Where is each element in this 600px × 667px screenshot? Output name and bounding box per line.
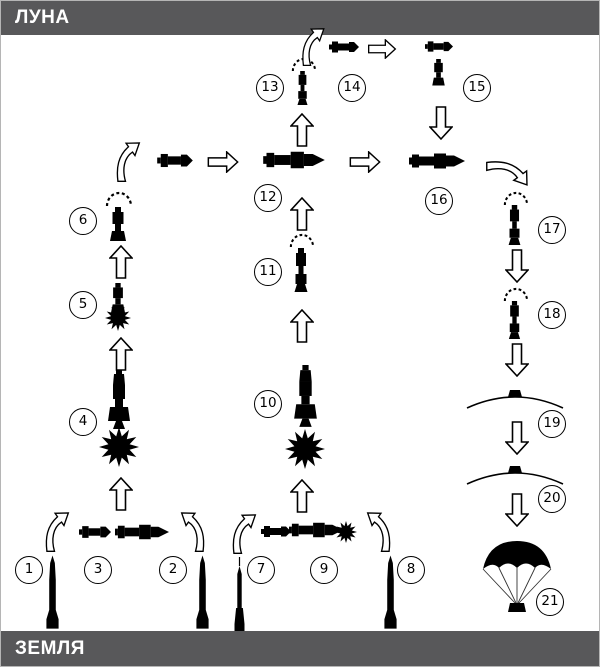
step-badge-8: 8	[397, 556, 425, 584]
spacecraft-icon-4	[106, 369, 132, 431]
down-arrow-icon	[505, 421, 529, 455]
earth-bar: ЗЕМЛЯ	[1, 631, 599, 666]
earth-label: ЗЕМЛЯ	[15, 637, 85, 659]
docking-halo-icon	[503, 191, 529, 206]
down-arrow-icon	[429, 105, 453, 141]
spacecraft-icon-18	[507, 301, 522, 339]
moon-bar: ЛУНА	[1, 1, 599, 35]
step-badge-20: 20	[538, 485, 566, 513]
rocket-icon-1	[45, 553, 60, 631]
curved-arrow-icon	[39, 511, 75, 553]
step-badge-21: 21	[536, 588, 564, 616]
engine-burst-icon	[335, 521, 357, 543]
curved-arrow-icon	[297, 27, 329, 67]
docking-halo-icon	[105, 191, 133, 207]
rocket-icon-2	[195, 553, 210, 631]
curved-arrow-icon	[361, 511, 397, 553]
spacecraft-icon-translunar	[157, 151, 193, 170]
spacecraft-icon-15	[425, 39, 453, 54]
spacecraft-icon-6	[109, 207, 127, 243]
up-arrow-icon	[290, 309, 314, 343]
right-arrow-icon	[365, 39, 399, 59]
spacecraft-icon-11	[293, 247, 309, 293]
step-badge-18: 18	[538, 301, 566, 329]
right-arrow-icon	[203, 151, 243, 173]
up-arrow-icon	[290, 197, 314, 231]
step-badge-3: 3	[84, 556, 112, 584]
curved-arrow-icon	[111, 141, 145, 183]
curved-arrow-icon	[227, 513, 261, 555]
right-arrow-icon	[343, 151, 387, 173]
step-badge-9: 9	[310, 556, 338, 584]
spacecraft-icon-2	[115, 521, 169, 543]
step-badge-17: 17	[538, 216, 566, 244]
rocket-icon-7	[233, 557, 246, 631]
spacecraft-icon-10	[293, 365, 318, 429]
spacecraft-icon-16	[409, 151, 465, 171]
reentry-arc-icon	[465, 461, 565, 487]
engine-burst-icon	[285, 429, 325, 469]
moon-label: ЛУНА	[15, 7, 70, 28]
up-arrow-icon	[109, 477, 133, 511]
step-badge-4: 4	[69, 408, 97, 436]
spacecraft-icon-small	[261, 523, 291, 540]
step-badge-10: 10	[254, 390, 282, 418]
down-arrow-icon	[505, 249, 529, 283]
spacecraft-icon-14	[329, 39, 359, 55]
docking-halo-icon	[503, 287, 529, 302]
step-badge-2: 2	[159, 556, 187, 584]
down-arrow-icon	[505, 493, 529, 527]
spacecraft-icon-17	[507, 205, 522, 245]
step-badge-6: 6	[69, 207, 97, 235]
engine-burst-icon	[99, 427, 139, 467]
step-badge-15: 15	[463, 74, 491, 102]
up-arrow-icon	[109, 245, 133, 279]
up-arrow-icon	[290, 113, 314, 147]
step-badge-1: 1	[15, 556, 43, 584]
step-badge-5: 5	[69, 291, 97, 319]
spacecraft-icon-12	[263, 149, 325, 171]
step-badge-16: 16	[425, 187, 453, 215]
up-arrow-icon	[109, 337, 133, 371]
curved-arrow-icon	[175, 511, 211, 553]
step-badge-19: 19	[538, 410, 566, 438]
up-arrow-icon	[290, 479, 314, 513]
down-arrow-icon	[505, 343, 529, 377]
step-badge-13: 13	[256, 74, 284, 102]
engine-burst-icon	[105, 305, 131, 331]
docking-halo-icon	[289, 233, 315, 248]
step-badge-7: 7	[247, 556, 275, 584]
step-badge-14: 14	[338, 74, 366, 102]
spacecraft-icon-15b	[431, 59, 446, 87]
spacecraft-icon-3	[79, 523, 111, 541]
step-badge-12: 12	[254, 184, 282, 212]
spacecraft-icon-13	[295, 71, 310, 105]
rocket-icon-8	[383, 553, 398, 631]
curved-arrow-icon	[485, 155, 529, 191]
step-badge-11: 11	[254, 258, 282, 286]
reentry-arc-icon	[465, 385, 565, 411]
